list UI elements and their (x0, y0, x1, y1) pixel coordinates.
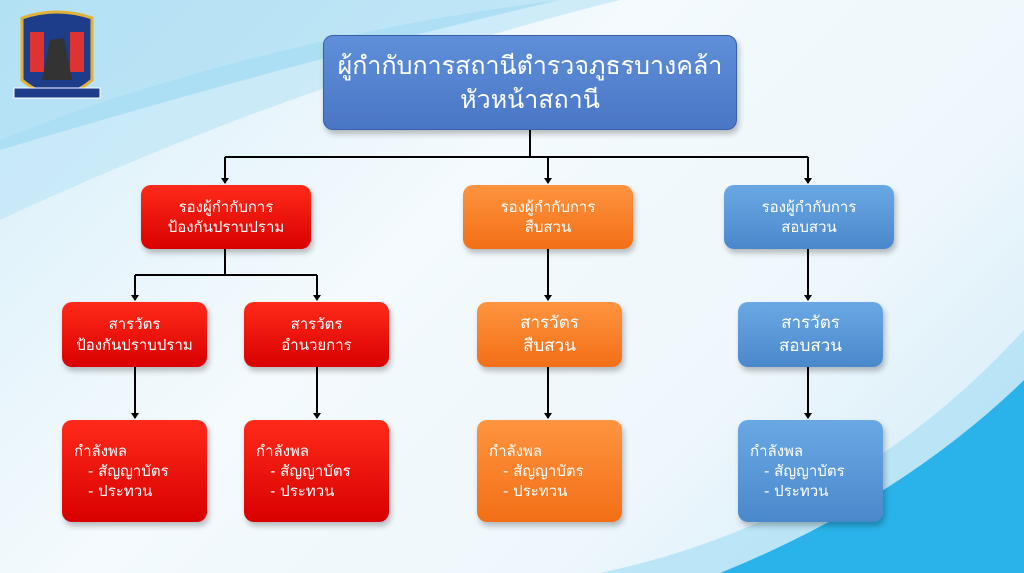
chief-title: ผู้กำกับการสถานีตำรวจภูธรบางคล้า (337, 50, 723, 80)
personnel-item: - ประทวน (88, 482, 153, 501)
inspector-investigation-box: สารวัตร สืบสวน (477, 302, 622, 367)
box-line: สอบสวน (781, 218, 837, 236)
personnel-item: - ประทวน (270, 482, 335, 501)
deputy-inquiry-box: รองผู้กำกับการ สอบสวน (724, 185, 894, 249)
personnel-title: กำลังพล (489, 441, 543, 460)
box-line: ป้องกันปราบปราม (76, 335, 193, 354)
personnel-item: - สัญญาบัตร (503, 461, 584, 480)
inspector-suppression-box: สารวัตร ป้องกันปราบปราม (62, 302, 207, 367)
box-line: รองผู้กำกับการ (761, 197, 857, 216)
inspector-inquiry-box: สารวัตร สอบสวน (738, 302, 883, 367)
personnel-box: กำลังพล - สัญญาบัตร - ประทวน (62, 420, 207, 522)
personnel-item: - ประทวน (503, 482, 568, 501)
personnel-title: กำลังพล (256, 441, 310, 460)
personnel-box: กำลังพล - สัญญาบัตร - ประทวน (477, 420, 622, 522)
inspector-admin-box: สารวัตร อำนวยการ (244, 302, 389, 367)
box-line: สารวัตร (108, 315, 161, 334)
box-line: สืบสวน (524, 218, 572, 236)
personnel-title: กำลังพล (750, 441, 804, 460)
box-line: สืบสวน (523, 335, 576, 356)
box-line: รองผู้กำกับการ (178, 197, 274, 216)
personnel-box: กำลังพล - สัญญาบัตร - ประทวน (738, 420, 883, 522)
deputy-investigation-box: รองผู้กำกับการ สืบสวน (463, 185, 633, 249)
personnel-box: กำลังพล - สัญญาบัตร - ประทวน (244, 420, 389, 522)
box-line: อำนวยการ (281, 335, 352, 354)
deputy-suppression-box: รองผู้กำกับการ ป้องกันปราบปราม (141, 185, 311, 249)
box-line: สารวัตร (520, 312, 579, 333)
personnel-title: กำลังพล (74, 441, 128, 460)
police-station-logo (13, 10, 101, 99)
box-line: สารวัตร (781, 312, 840, 333)
personnel-item: - ประทวน (764, 482, 829, 501)
connector-lines (134, 130, 809, 418)
box-line: สารวัตร (290, 315, 343, 334)
box-line: ป้องกันปราบปราม (167, 218, 285, 236)
personnel-item: - สัญญาบัตร (270, 461, 351, 480)
personnel-item: - สัญญาบัตร (88, 461, 169, 480)
chief-box: ผู้กำกับการสถานีตำรวจภูธรบางคล้า หัวหน้า… (323, 35, 737, 130)
box-line: รองผู้กำกับการ (500, 197, 596, 216)
box-line: สอบสวน (779, 335, 842, 356)
personnel-item: - สัญญาบัตร (764, 461, 845, 480)
chief-role: หัวหน้าสถานี (460, 84, 600, 114)
